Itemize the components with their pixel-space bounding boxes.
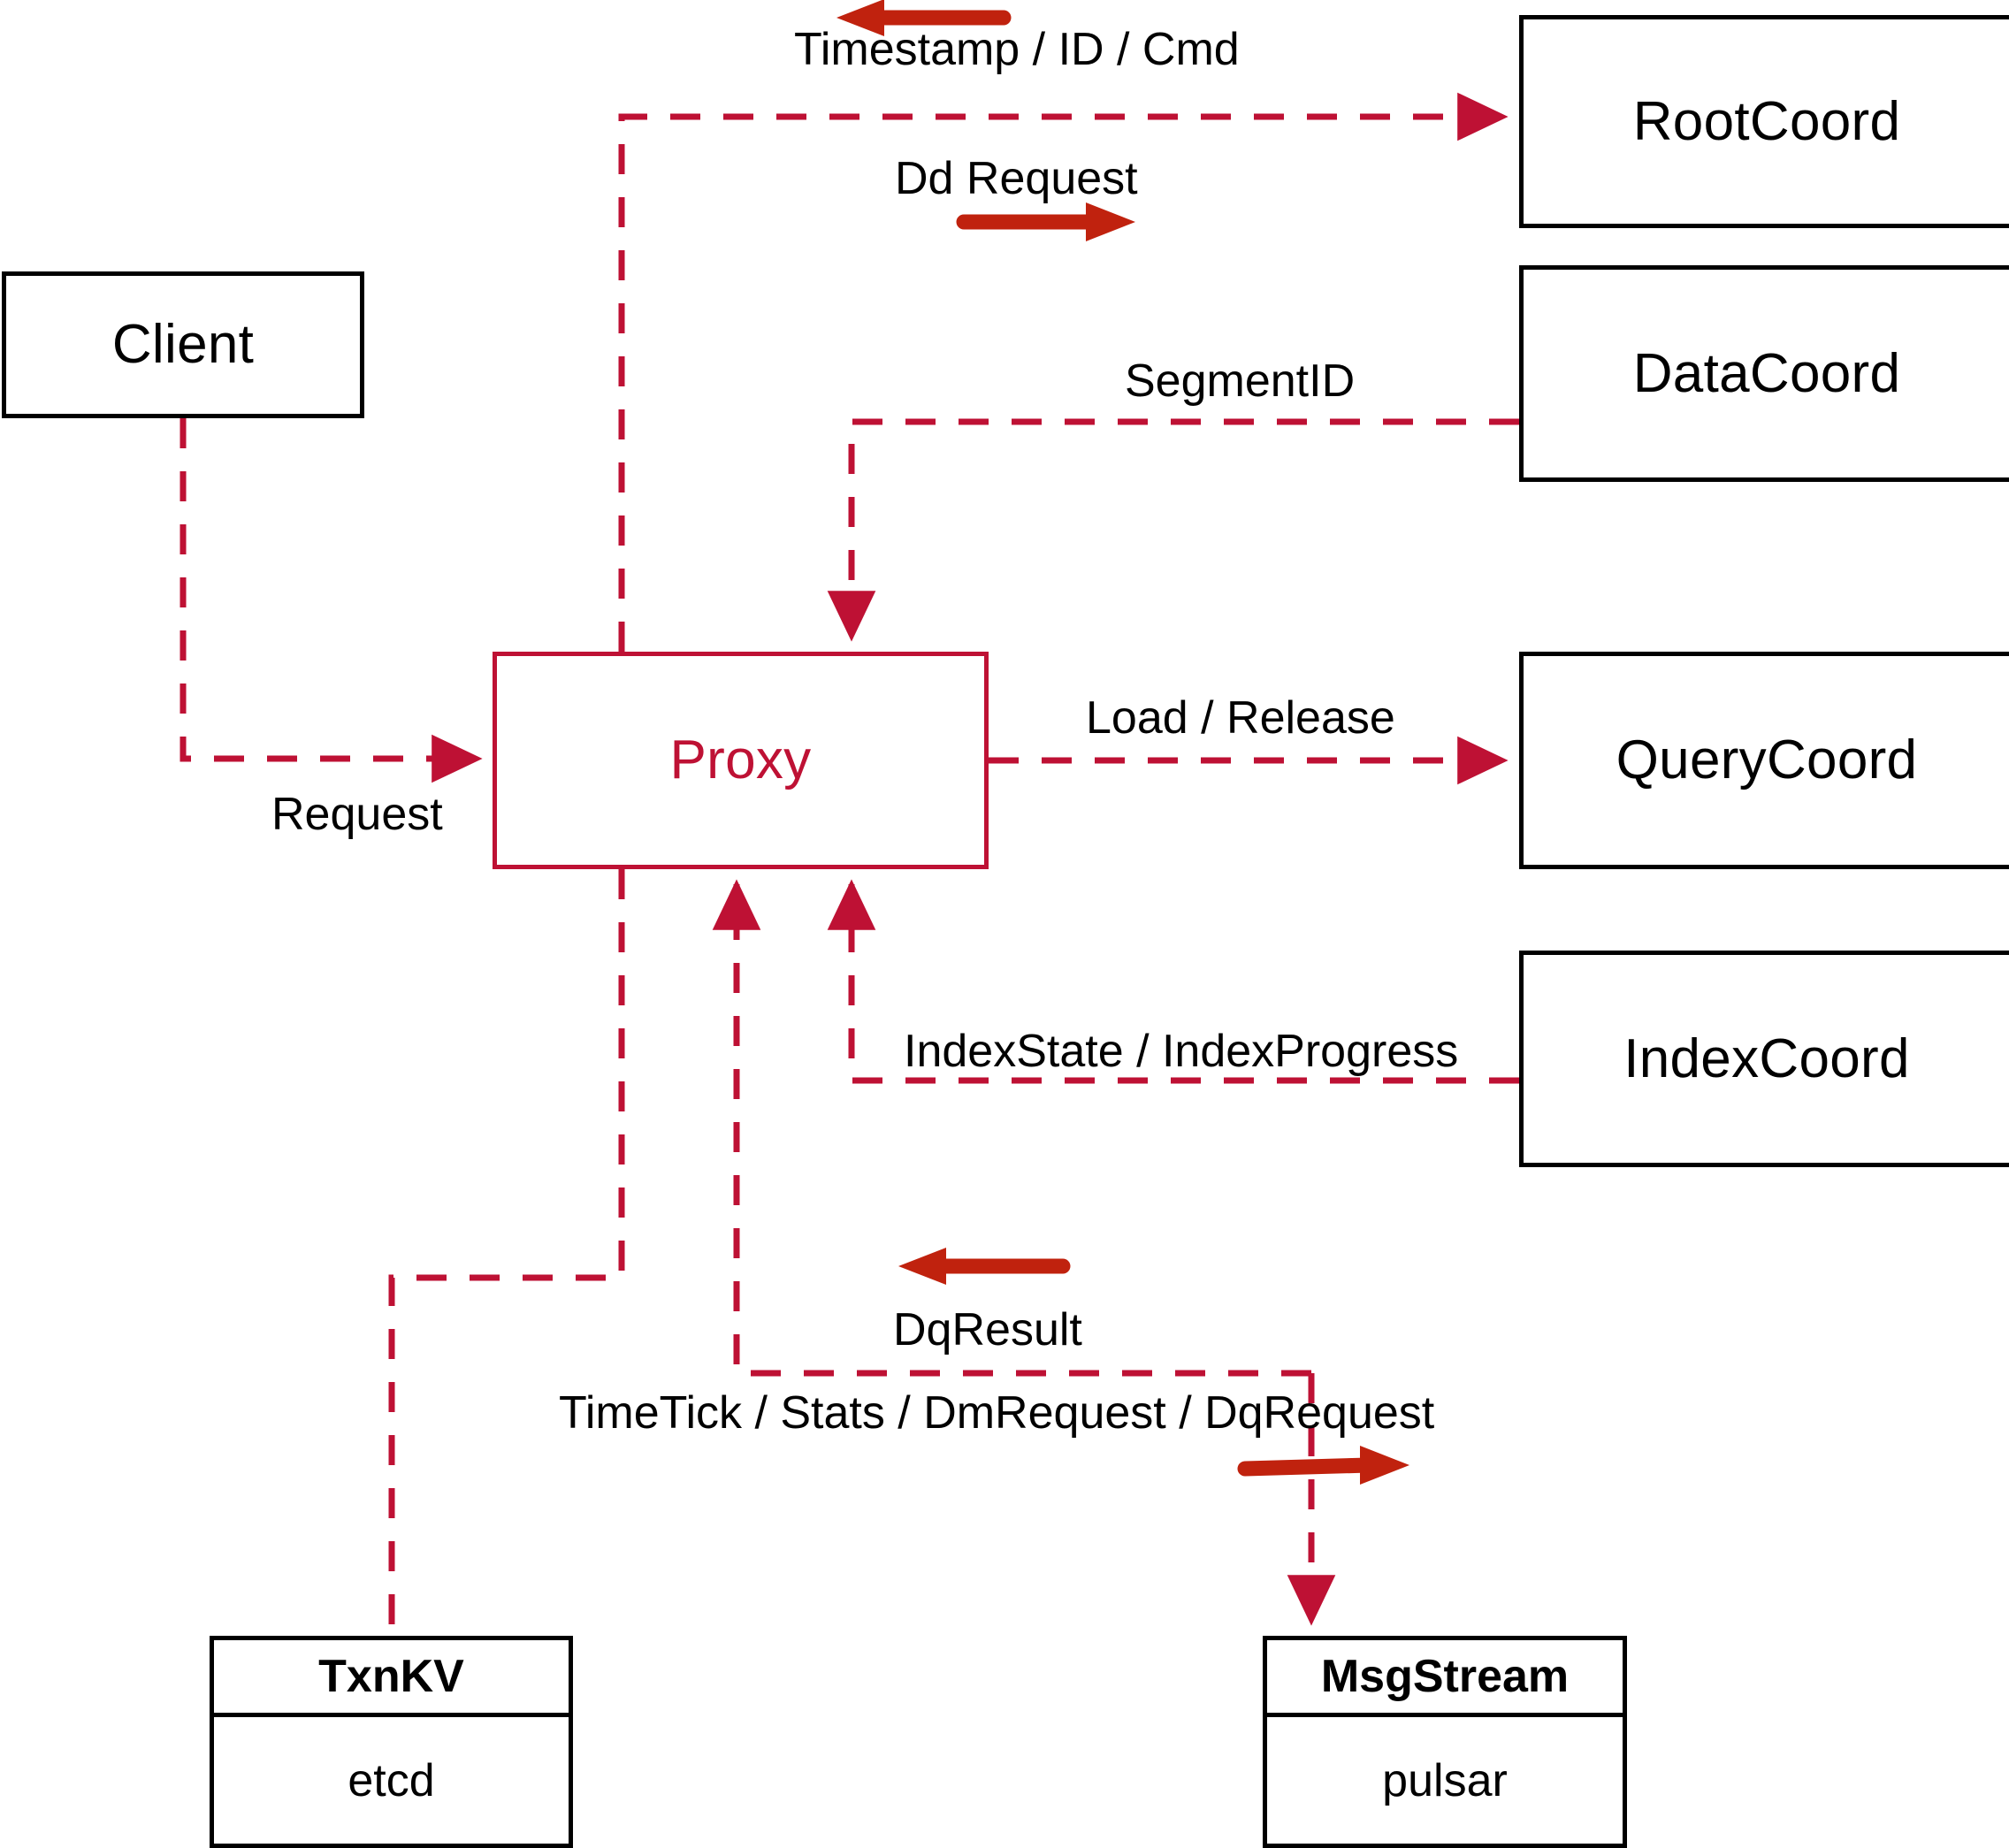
edge-label-index-state: IndexState / IndexProgress <box>904 1026 1459 1077</box>
node-querycoord-label: QueryCoord <box>1616 729 1918 790</box>
annotation-arrow-group <box>836 0 1409 1485</box>
edge-label-timestamp-id-cmd: Timestamp / ID / Cmd <box>794 24 1240 75</box>
edge-label-load-release: Load / Release <box>1086 692 1395 744</box>
node-msgstream-body-label: pulsar <box>1382 1754 1508 1806</box>
node-datacoord-label: DataCoord <box>1632 342 1901 404</box>
edge-label-segment-id: SegmentID <box>1125 355 1356 407</box>
node-rootcoord[interactable]: RootCoord <box>1519 15 2009 228</box>
node-indexcoord[interactable]: IndexCoord <box>1519 951 2009 1167</box>
edge-label-dq-result: DqResult <box>893 1304 1082 1355</box>
node-client[interactable]: Client <box>2 271 364 418</box>
node-rootcoord-label: RootCoord <box>1632 90 1901 152</box>
node-txnkv[interactable]: TxnKV etcd <box>210 1636 573 1848</box>
node-txnkv-body: etcd <box>214 1717 569 1844</box>
node-txnkv-body-label: etcd <box>348 1754 435 1806</box>
node-client-label: Client <box>111 314 255 375</box>
wire-client-to-proxy <box>180 418 483 783</box>
node-txnkv-header: TxnKV <box>214 1640 569 1717</box>
dqresult-direction-arrow <box>898 1248 1071 1285</box>
wire-datacoord-to-proxy <box>827 418 1519 642</box>
node-msgstream-header: MsgStream <box>1267 1640 1623 1717</box>
edge-label-timetick-stats: TimeTick / Stats / DmRequest / DqRequest <box>559 1387 1435 1439</box>
node-txnkv-header-label: TxnKV <box>318 1651 464 1702</box>
node-indexcoord-label: IndexCoord <box>1623 1027 1910 1089</box>
edge-label-dd-request: Dd Request <box>895 153 1138 204</box>
dqrequest-direction-arrow <box>1237 1446 1409 1485</box>
node-datacoord[interactable]: DataCoord <box>1519 265 2009 482</box>
node-proxy[interactable]: Proxy <box>493 652 989 869</box>
wire-indexcoord-to-proxy <box>827 879 1519 1084</box>
node-msgstream[interactable]: MsgStream pulsar <box>1263 1636 1627 1848</box>
timestamp-direction-arrow <box>836 0 1012 36</box>
wire-msgstream-to-proxy <box>712 879 1311 1377</box>
dd-request-direction-arrow <box>956 202 1135 241</box>
edge-label-request: Request <box>271 789 443 840</box>
wire-proxy-to-txnkv <box>388 869 625 1636</box>
node-querycoord[interactable]: QueryCoord <box>1519 652 2009 869</box>
wire-proxy-to-rootcoord <box>618 92 1509 652</box>
node-proxy-label: Proxy <box>669 729 812 790</box>
node-msgstream-body: pulsar <box>1267 1717 1623 1844</box>
node-msgstream-header-label: MsgStream <box>1320 1651 1570 1702</box>
